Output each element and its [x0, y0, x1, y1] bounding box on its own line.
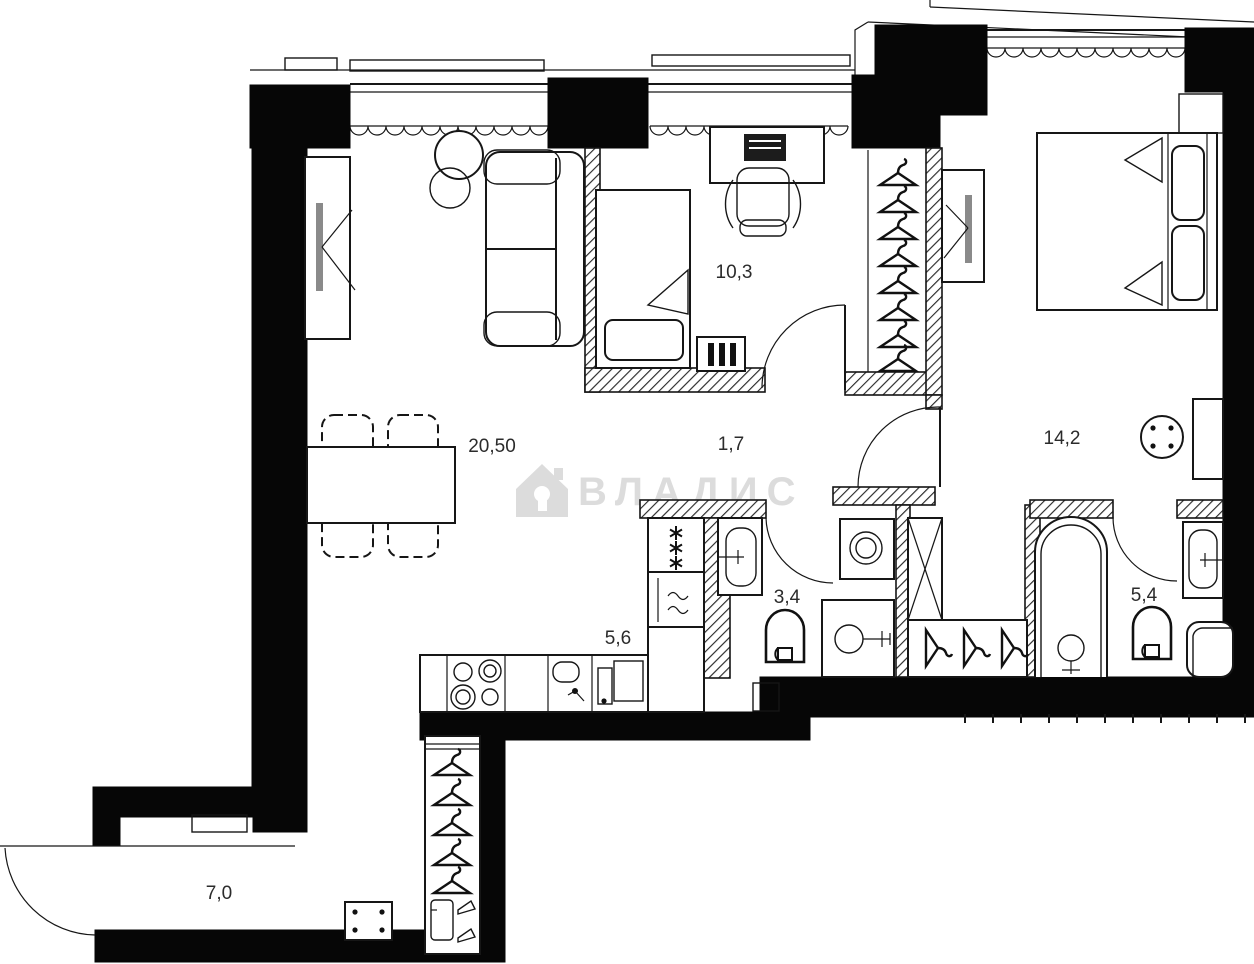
entry-hall: 7,0 [206, 735, 481, 955]
door-entry [0, 845, 295, 936]
toilet-icon [1131, 605, 1173, 661]
bathroom-2: 5,4 [1034, 516, 1234, 678]
room-label-bathroom: 3,4 [774, 587, 801, 608]
dishwasher-icon [657, 578, 689, 622]
washing-machine [839, 518, 895, 580]
sofa [483, 149, 585, 347]
bathroom: 3,4 [717, 517, 895, 678]
doors [0, 304, 1178, 936]
single-bed [595, 189, 691, 369]
tv-icon [965, 195, 972, 263]
room-label-living: 20,50 [468, 436, 516, 457]
room-label-bedroom: 10,3 [716, 262, 753, 283]
toilet-icon [764, 608, 806, 664]
floor-lamp-icon [429, 130, 484, 209]
room-label-kitchen: 5,6 [605, 628, 631, 649]
wall-tick-marks [964, 714, 1246, 723]
door-bathroom [765, 517, 834, 584]
wardrobe-cabinet [907, 517, 943, 621]
bathtub [1034, 516, 1108, 677]
door-bedroom [761, 304, 846, 390]
closet-niche [907, 517, 1030, 678]
window-master-bedroom [985, 29, 1186, 58]
dresser [696, 336, 746, 372]
cutting-board-icon [597, 660, 644, 705]
double-bed [1036, 132, 1218, 311]
shoes-icon [430, 899, 477, 943]
cabinet [1192, 398, 1224, 480]
tv-unit-master [941, 169, 985, 283]
entry-wardrobe [424, 735, 481, 955]
bedroom-closet [867, 150, 918, 373]
door-master-bedroom [857, 406, 941, 488]
stool [344, 901, 393, 941]
sink-icon [552, 661, 585, 702]
living-room: 20,50 [304, 130, 585, 558]
nightstand [1178, 93, 1224, 134]
dining-table [306, 414, 456, 558]
tv-icon [316, 203, 323, 291]
kitchen: 5,6 [419, 517, 705, 713]
desk [709, 126, 825, 184]
master-bedroom: 14,2 [941, 93, 1224, 480]
washbasin-2 [1182, 521, 1224, 599]
kitchen-tall-units [647, 517, 705, 713]
room-label-bathroom-2: 5,4 [1131, 585, 1158, 606]
vanity-counter [1186, 621, 1234, 678]
room-label-entry-hall: 7,0 [206, 883, 232, 904]
desk-chair [724, 167, 802, 237]
tv-unit [304, 156, 356, 340]
kitchen-counter [419, 654, 649, 713]
water-heater [821, 599, 895, 678]
washbasin [717, 517, 763, 596]
window-living [349, 83, 549, 136]
room-label-master-bedroom: 14,2 [1044, 428, 1081, 449]
bedroom: 10,3 [595, 126, 918, 373]
room-label-hallway: 1,7 [718, 434, 744, 455]
round-table [1140, 415, 1184, 459]
watermark-house-icon [516, 464, 568, 517]
wardrobe-rail [907, 619, 1030, 678]
door-bathroom-2 [1112, 516, 1178, 582]
stove-icon [450, 659, 502, 710]
